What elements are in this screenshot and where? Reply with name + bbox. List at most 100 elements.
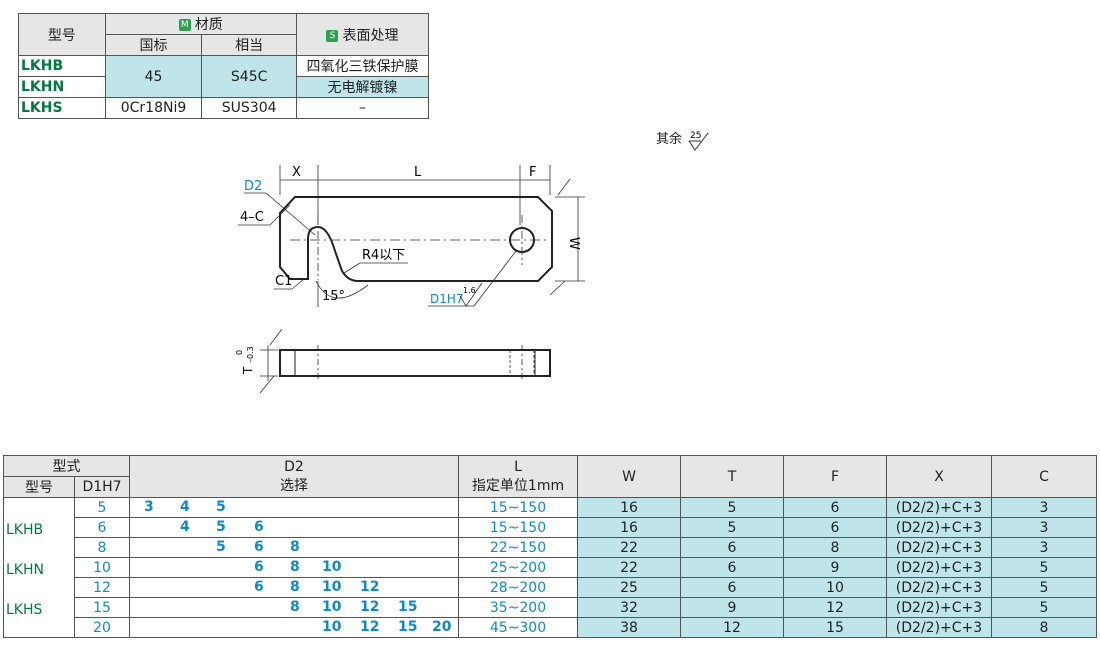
d2-option[interactable]: 15 xyxy=(398,599,418,615)
f-cell: 15 xyxy=(783,617,887,638)
d2-option[interactable]: 5 xyxy=(216,539,226,555)
f-cell: 9 xyxy=(783,557,887,578)
d1-header: D1H7 xyxy=(74,476,130,498)
d2-option[interactable]: 6 xyxy=(254,559,264,575)
d2-option[interactable]: 8 xyxy=(290,599,300,615)
l-range-cell: 45~300 xyxy=(458,617,578,638)
d2-select-cell: 5 6 8 xyxy=(129,537,459,558)
x-cell: (D2/2)+C+3 xyxy=(886,517,992,538)
w-header: W xyxy=(577,455,681,498)
w-cell: 38 xyxy=(577,617,681,638)
c-cell: 8 xyxy=(991,617,1097,638)
c-cell: 3 xyxy=(991,537,1097,558)
l-range-cell: 15~150 xyxy=(458,517,578,538)
d2-option[interactable]: 8 xyxy=(290,579,300,595)
d2-option[interactable]: 12 xyxy=(360,579,380,595)
d2-option[interactable]: 15 xyxy=(398,619,418,635)
d2-select-cell: 6 8 10 xyxy=(129,557,459,578)
d2-option[interactable]: 3 xyxy=(144,499,154,515)
material-code: LKHS xyxy=(18,97,106,119)
d2-option[interactable]: 8 xyxy=(290,539,300,555)
x-cell: (D2/2)+C+3 xyxy=(886,577,992,598)
c-cell: 5 xyxy=(991,597,1097,618)
t-cell: 5 xyxy=(680,517,784,538)
f-cell: 6 xyxy=(783,497,887,518)
d2-option[interactable]: 6 xyxy=(254,519,264,535)
spec-model-code xyxy=(3,577,75,598)
dim-l-label: L xyxy=(414,165,422,180)
d2-option[interactable]: 20 xyxy=(432,619,452,635)
c-cell: 5 xyxy=(991,577,1097,598)
l-range-cell: 28~200 xyxy=(458,577,578,598)
model-header: 型号 xyxy=(3,476,75,498)
tol-lower: –0.3 xyxy=(246,346,255,363)
x-cell: (D2/2)+C+3 xyxy=(886,537,992,558)
d2-option[interactable]: 12 xyxy=(360,599,380,615)
material-gb: 45 xyxy=(104,55,203,98)
gb-header: 国标 xyxy=(104,34,203,56)
t-cell: 9 xyxy=(680,597,784,618)
d1-cell: 8 xyxy=(74,537,130,558)
d2-select-cell: 3 4 5 xyxy=(129,497,459,518)
f-cell: 6 xyxy=(783,517,887,538)
w-cell: 22 xyxy=(577,557,681,578)
equiv-header: 相当 xyxy=(201,34,297,56)
d2-option[interactable]: 6 xyxy=(254,579,264,595)
w-cell: 25 xyxy=(577,577,681,598)
roughness-symbol-icon: 25 xyxy=(688,131,709,151)
dim-t-label: T xyxy=(241,366,255,375)
svg-text:25: 25 xyxy=(690,131,701,141)
t-cell: 6 xyxy=(680,537,784,558)
t-header: T xyxy=(680,455,784,498)
c1-label: C1 xyxy=(275,274,292,289)
f-header: F xyxy=(783,455,887,498)
c-cell: 3 xyxy=(991,497,1097,518)
d2-option[interactable]: 4 xyxy=(180,519,190,535)
d2-option[interactable]: 10 xyxy=(322,559,342,575)
d2-option[interactable]: 10 xyxy=(322,579,342,595)
l-range-cell: 35~200 xyxy=(458,597,578,618)
l-range-cell: 25~200 xyxy=(458,557,578,578)
x-cell: (D2/2)+C+3 xyxy=(886,617,992,638)
material-code: LKHN xyxy=(18,76,106,98)
d2-option[interactable]: 12 xyxy=(360,619,380,635)
d2-option[interactable]: 5 xyxy=(216,499,226,515)
x-cell: (D2/2)+C+3 xyxy=(886,557,992,578)
c-header: C xyxy=(991,455,1097,498)
d2-select-cell: 6 8 10 12 xyxy=(129,577,459,598)
d2-option[interactable]: 10 xyxy=(322,599,342,615)
d2-option[interactable]: 6 xyxy=(254,539,264,555)
spec-model-code: LKHB xyxy=(3,517,75,538)
d2-option[interactable]: 4 xyxy=(180,499,190,515)
spec-model-code: LKHN xyxy=(3,557,75,578)
material-gb: 0Cr18Ni9 xyxy=(104,97,203,119)
d2-option[interactable]: 5 xyxy=(216,519,226,535)
part-drawing: X L F D2 4–C W R4以下 C1 15° D1H7 1.6 T xyxy=(235,165,585,394)
m-badge-icon: M xyxy=(178,19,191,31)
d1-cell: 15 xyxy=(74,597,130,618)
dim-x-label: X xyxy=(292,165,301,180)
radius-label: R4以下 xyxy=(362,248,405,263)
dim-f-label: F xyxy=(529,165,536,180)
c-cell: 3 xyxy=(991,517,1097,538)
d2-select-cell: 4 5 6 xyxy=(129,517,459,538)
d2-label: D2 xyxy=(244,179,262,194)
c-cell: 5 xyxy=(991,557,1097,578)
d1-cell: 6 xyxy=(74,517,130,538)
chamfer-label: 4–C xyxy=(240,210,264,225)
d2-option[interactable]: 8 xyxy=(290,559,300,575)
spec-model-code xyxy=(3,617,75,638)
d2-option[interactable]: 10 xyxy=(322,619,342,635)
material-equiv: S45C xyxy=(201,55,297,98)
t-cell: 6 xyxy=(680,577,784,598)
material-code: LKHB xyxy=(18,55,106,77)
w-cell: 16 xyxy=(577,497,681,518)
